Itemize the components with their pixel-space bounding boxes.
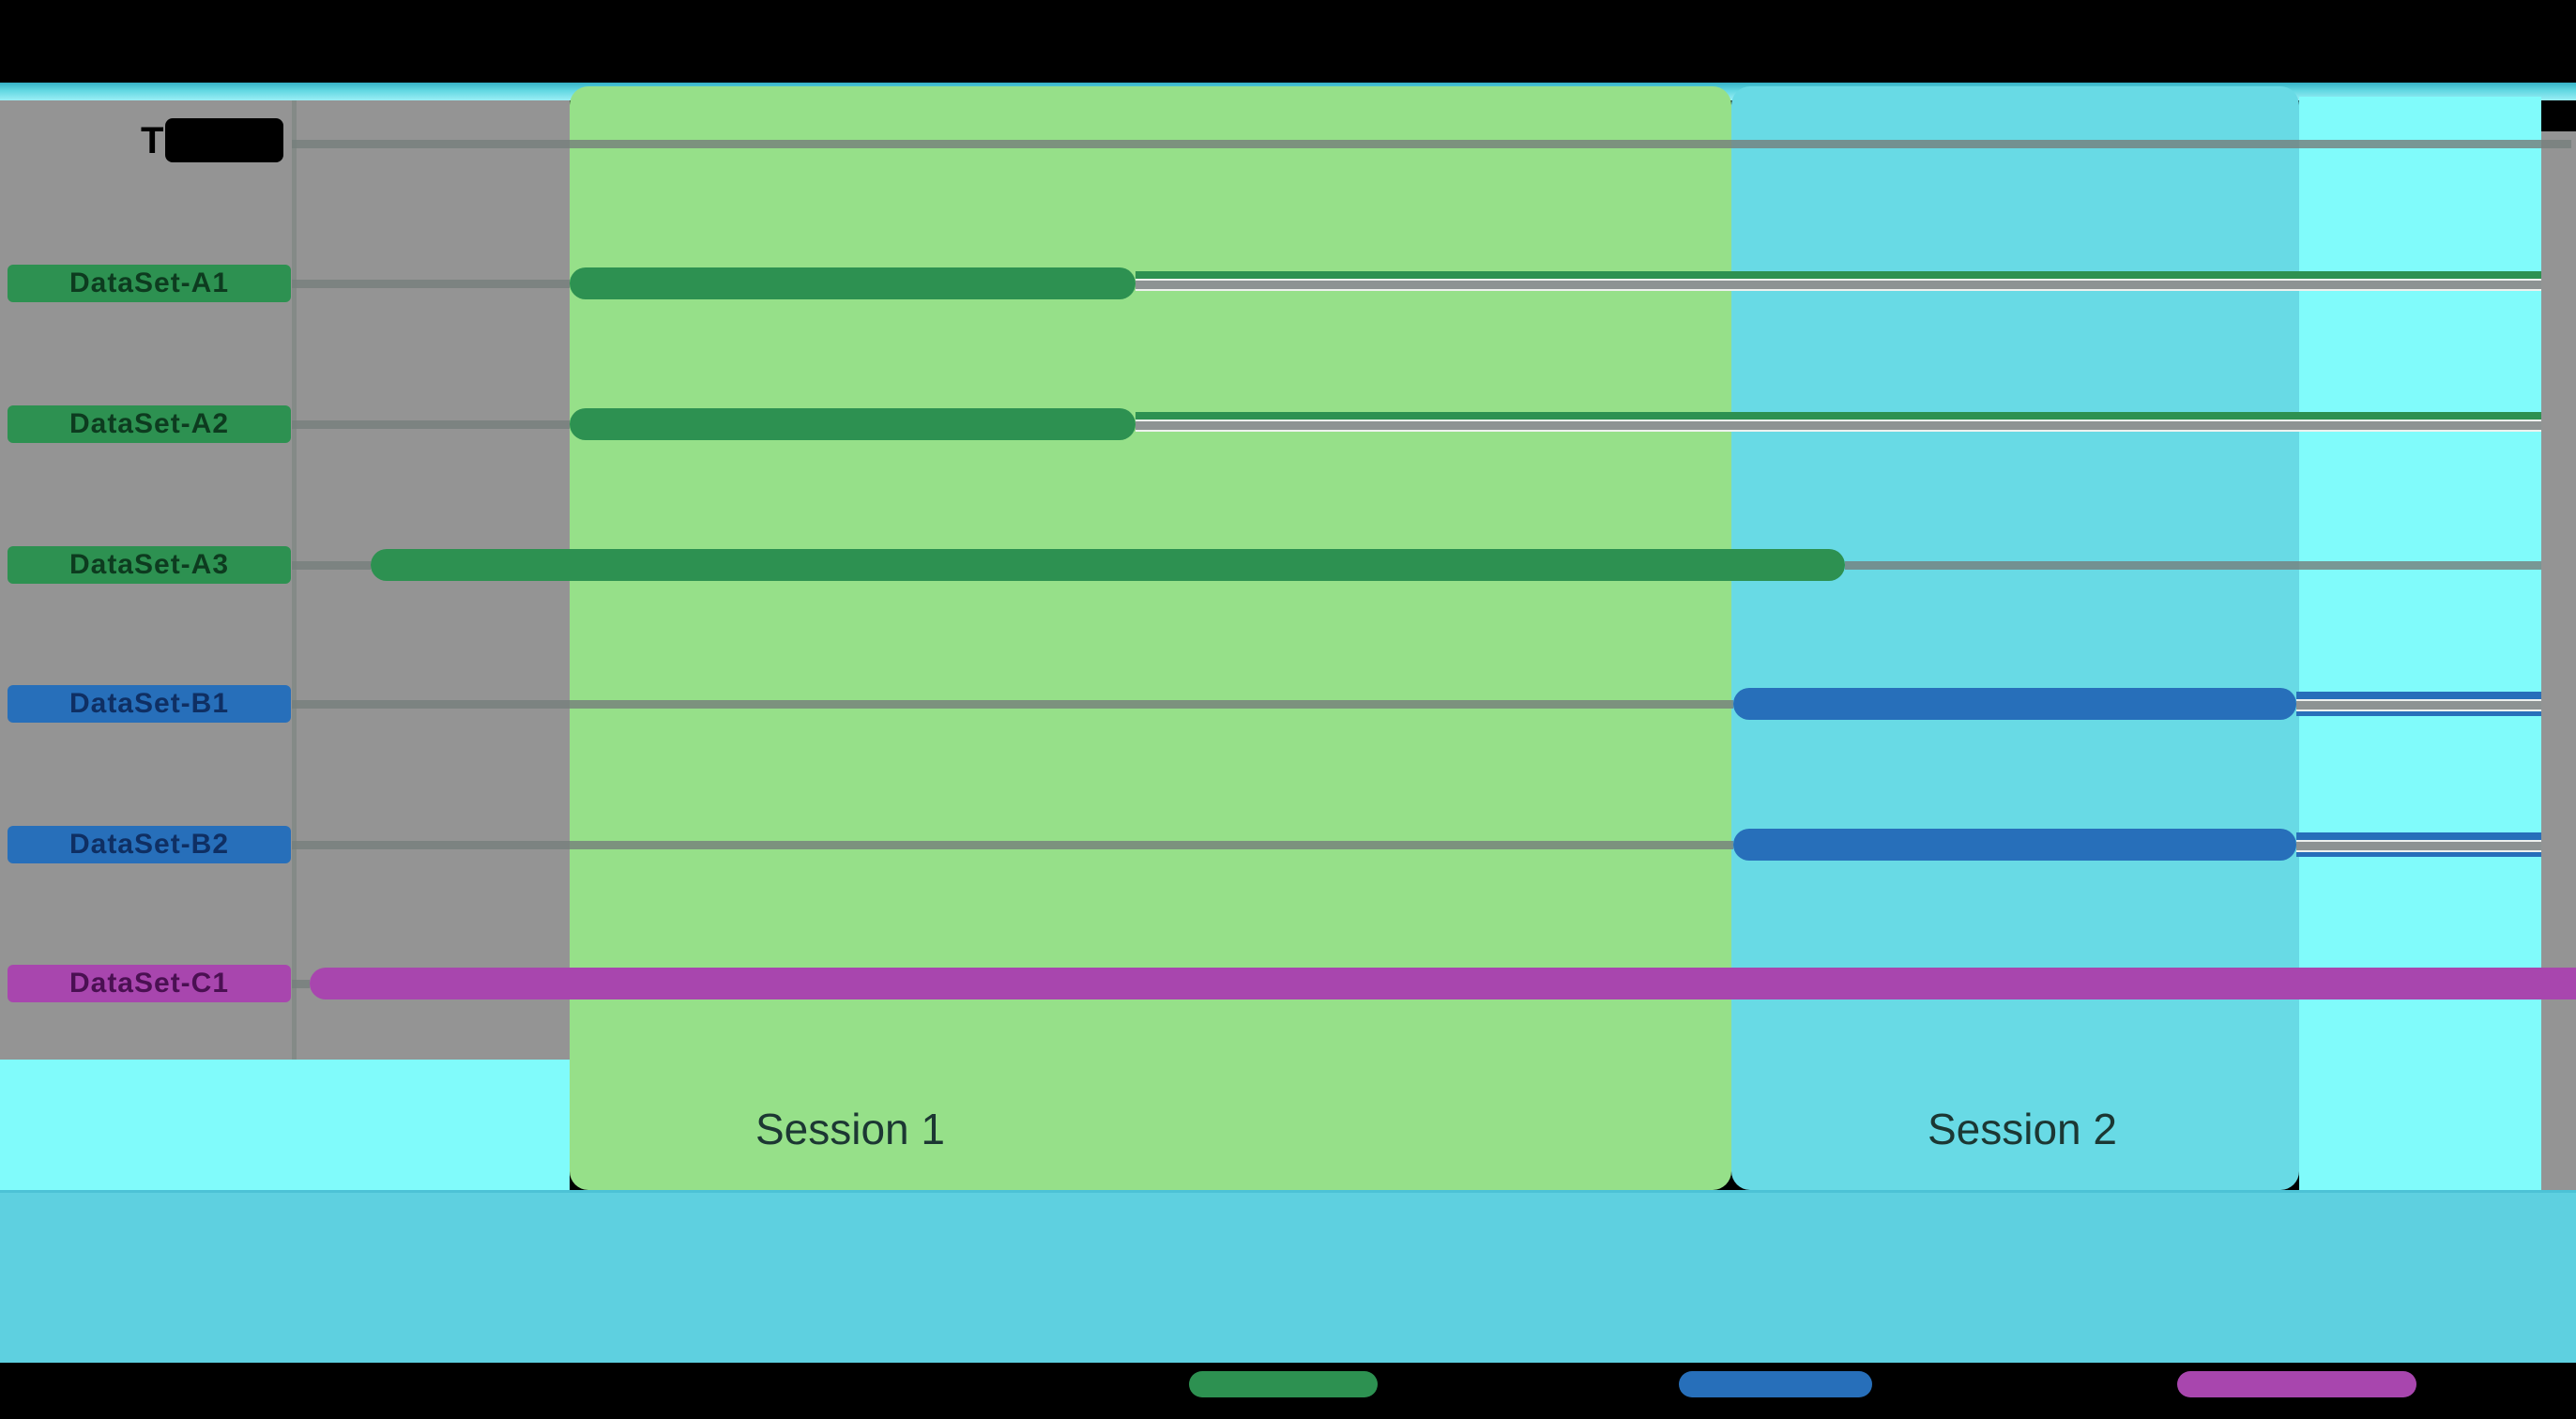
task-tail-line — [2296, 832, 2541, 857]
row-label-DataSet-B2: DataSet-B2 — [8, 826, 291, 863]
task-bar-DataSet-B2 — [1733, 829, 2296, 861]
gridline — [292, 840, 1733, 849]
gridline — [292, 420, 570, 429]
row-label-DataSet-A1: DataSet-A1 — [8, 265, 291, 302]
column-header: T — [141, 118, 284, 162]
plot-background-left — [0, 1060, 570, 1190]
gridline — [1845, 560, 2541, 570]
task-tail-line — [1136, 412, 2541, 436]
gridline — [292, 699, 1733, 709]
task-bar-DataSet-C1 — [310, 968, 2576, 999]
gridline — [292, 139, 2571, 148]
task-tail-line — [1136, 271, 2541, 296]
legend-marker-A — [1189, 1371, 1378, 1397]
session1-panel — [570, 86, 1731, 1190]
legend-marker-C — [2177, 1371, 2416, 1397]
task-tail-line — [2296, 692, 2541, 716]
session2-label: Session 2 — [1927, 1105, 2118, 1153]
column-header-text: T — [141, 119, 164, 161]
y-axis-spine — [292, 100, 297, 1060]
session2-panel — [1731, 86, 2299, 1190]
plot-background-right — [2299, 97, 2541, 1190]
bottom-cyan-band — [0, 1190, 2576, 1366]
right-edge-gray-strip — [2541, 131, 2576, 1190]
gridline — [292, 279, 570, 288]
legend-marker-B — [1679, 1371, 1872, 1397]
row-label-DataSet-C1: DataSet-C1 — [8, 965, 291, 1002]
gridline — [292, 979, 310, 988]
column-header-black-box — [165, 118, 284, 162]
session1-label: Session 1 — [755, 1105, 946, 1153]
row-label-DataSet-B1: DataSet-B1 — [8, 685, 291, 723]
task-bar-DataSet-A2 — [570, 408, 1136, 440]
gridline — [292, 560, 371, 570]
task-bar-DataSet-B1 — [1733, 688, 2296, 720]
row-label-DataSet-A2: DataSet-A2 — [8, 405, 291, 443]
task-bar-DataSet-A3 — [371, 549, 1845, 581]
task-bar-DataSet-A1 — [570, 267, 1136, 299]
row-label-DataSet-A3: DataSet-A3 — [8, 546, 291, 584]
